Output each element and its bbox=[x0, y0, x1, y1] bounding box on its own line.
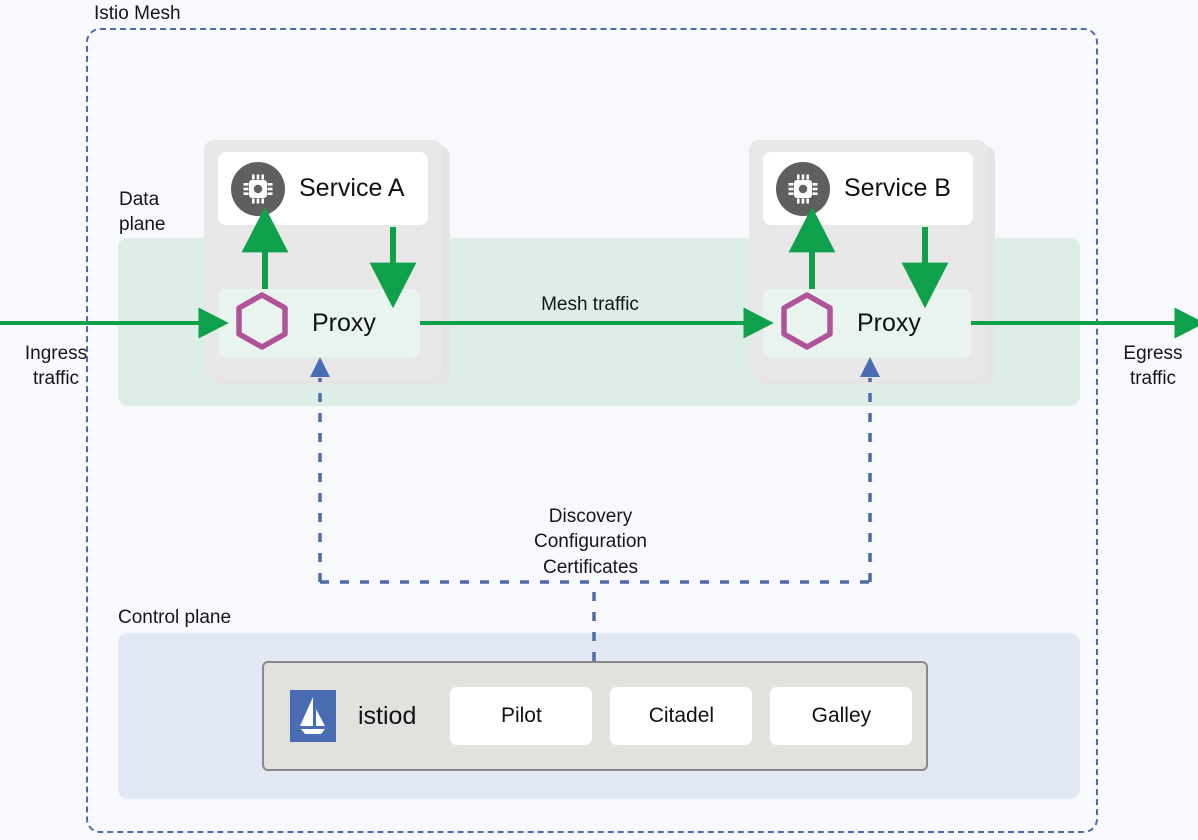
istiod-label: istiod bbox=[358, 701, 417, 730]
component-citadel-label: Citadel bbox=[648, 704, 715, 727]
cpu-chip-icon bbox=[231, 161, 285, 216]
istiod-box[interactable]: istiod Pilot Citadel Galley bbox=[262, 661, 928, 771]
proxy-a-label: Proxy bbox=[312, 309, 376, 337]
control-plane-label: Control plane bbox=[118, 607, 232, 628]
component-galley[interactable]: Galley bbox=[770, 687, 913, 745]
egress-traffic-label: Egress traffic bbox=[1123, 343, 1183, 390]
discovery-config-certificates-label: Discovery Configuration Certificates bbox=[533, 506, 648, 578]
service-b-card[interactable]: Service B bbox=[763, 152, 973, 225]
component-pilot[interactable]: Pilot bbox=[450, 687, 593, 745]
istio-mesh-title: Istio Mesh bbox=[88, 3, 187, 25]
data-plane-label: Data plane bbox=[119, 189, 166, 236]
proxy-b-card[interactable]: Proxy bbox=[763, 289, 971, 358]
service-a-card[interactable]: Service A bbox=[218, 152, 428, 225]
service-a-label: Service A bbox=[299, 174, 405, 202]
mesh-traffic-label: Mesh traffic bbox=[541, 294, 639, 315]
component-citadel[interactable]: Citadel bbox=[610, 687, 753, 745]
hexagon-icon bbox=[779, 291, 835, 356]
proxy-a-card[interactable]: Proxy bbox=[218, 289, 420, 358]
istio-mesh-boundary bbox=[86, 28, 1098, 833]
ingress-traffic-label: Ingress traffic bbox=[24, 343, 88, 390]
component-galley-label: Galley bbox=[811, 704, 872, 727]
service-b-label: Service B bbox=[844, 174, 951, 202]
component-pilot-label: Pilot bbox=[500, 704, 542, 727]
proxy-b-label: Proxy bbox=[857, 309, 921, 337]
hexagon-icon bbox=[234, 291, 290, 356]
cpu-chip-icon bbox=[776, 161, 830, 216]
istio-sail-logo-icon bbox=[290, 690, 336, 742]
